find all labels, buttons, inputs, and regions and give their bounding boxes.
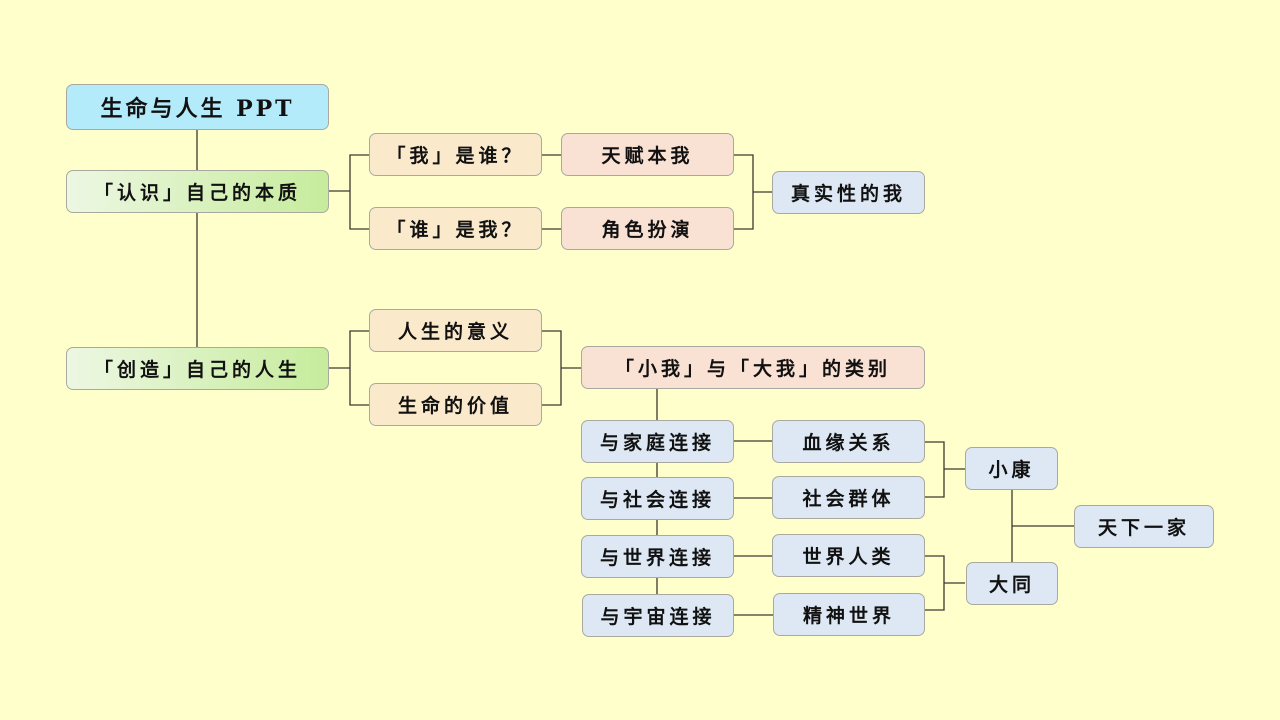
answer-innate-self[interactable]: 天赋本我	[561, 133, 734, 176]
relation-spiritual-world[interactable]: 精神世界	[773, 593, 925, 636]
connection-family[interactable]: 与家庭连接	[581, 420, 734, 463]
relation-blood[interactable]: 血缘关系	[772, 420, 925, 463]
category-small-big-self[interactable]: 「小我」与「大我」的类别	[581, 346, 925, 389]
connection-society[interactable]: 与社会连接	[581, 477, 734, 520]
final-one-world-family[interactable]: 天下一家	[1074, 505, 1214, 548]
aspect-value-of-life[interactable]: 生命的价值	[369, 383, 542, 426]
level-xiaokang[interactable]: 小康	[965, 447, 1058, 490]
question-who-am-i[interactable]: 「我」是谁？	[369, 133, 542, 176]
relation-humanity[interactable]: 世界人类	[772, 534, 925, 577]
question-who-is-me[interactable]: 「谁」是我？	[369, 207, 542, 250]
branch-know-self[interactable]: 「认识」自己的本质	[66, 170, 329, 213]
connection-world[interactable]: 与世界连接	[581, 535, 734, 578]
branch-create-life[interactable]: 「创造」自己的人生	[66, 347, 329, 390]
level-datong[interactable]: 大同	[966, 562, 1058, 605]
answer-role-play[interactable]: 角色扮演	[561, 207, 734, 250]
connection-universe[interactable]: 与宇宙连接	[582, 594, 734, 637]
result-authentic-self[interactable]: 真实性的我	[772, 171, 925, 214]
aspect-meaning-of-life[interactable]: 人生的意义	[369, 309, 542, 352]
relation-social-group[interactable]: 社会群体	[772, 476, 925, 519]
root-node[interactable]: 生命与人生 PPT	[66, 84, 329, 130]
